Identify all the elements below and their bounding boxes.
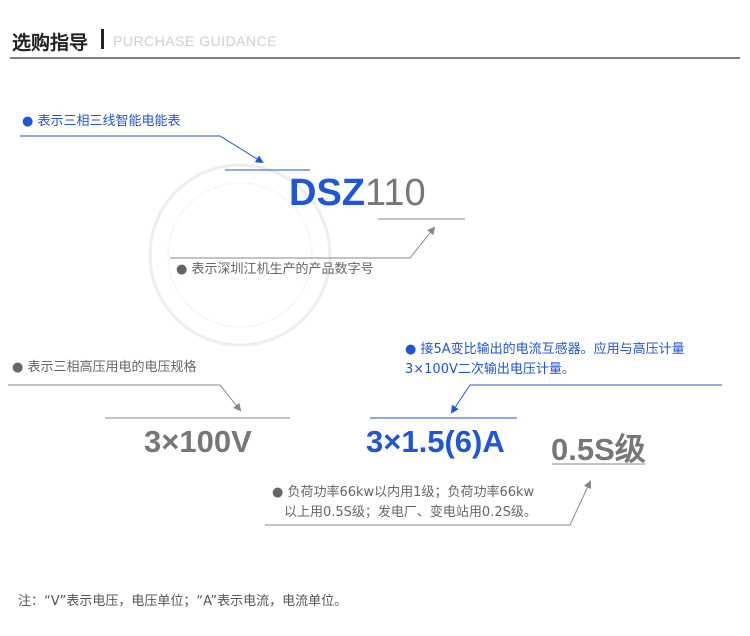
page-subtitle: PURCHASE GUIDANCE — [113, 33, 278, 49]
accuracy-spec: 0.5S级 — [551, 432, 646, 467]
model-number: 110 — [365, 172, 426, 214]
current-spec: 3×1.5(6)A — [366, 424, 505, 459]
voltage-note: ● 表示三相高压用电的电压规格 — [12, 360, 197, 375]
prefix-note: ● 表示三相三线智能电能表 — [22, 114, 181, 129]
voltage-spec: 3×100V — [144, 424, 252, 459]
number-note: ● 表示深圳江机生产的产品数字号 — [176, 262, 374, 277]
model-prefix: DSZ — [289, 172, 365, 214]
accuracy-note-line2: 以上用0.5S级；发电厂、变电站用0.2S级。 — [284, 505, 537, 520]
footer-note: 注：“V”表示电压，电压单位；“A”表示电流，电流单位。 — [18, 594, 348, 609]
current-note-line2: 3×100V二次输出电压计量。 — [405, 362, 575, 377]
accuracy-note-line1: ● 负荷功率66kw以内用1级；负荷功率66kw — [272, 485, 535, 500]
title-divider — [101, 29, 104, 49]
page-title: 选购指导 — [12, 32, 89, 54]
current-note-line1: ● 接5A变比输出的电流互感器。应用与高压计量 — [405, 342, 685, 357]
